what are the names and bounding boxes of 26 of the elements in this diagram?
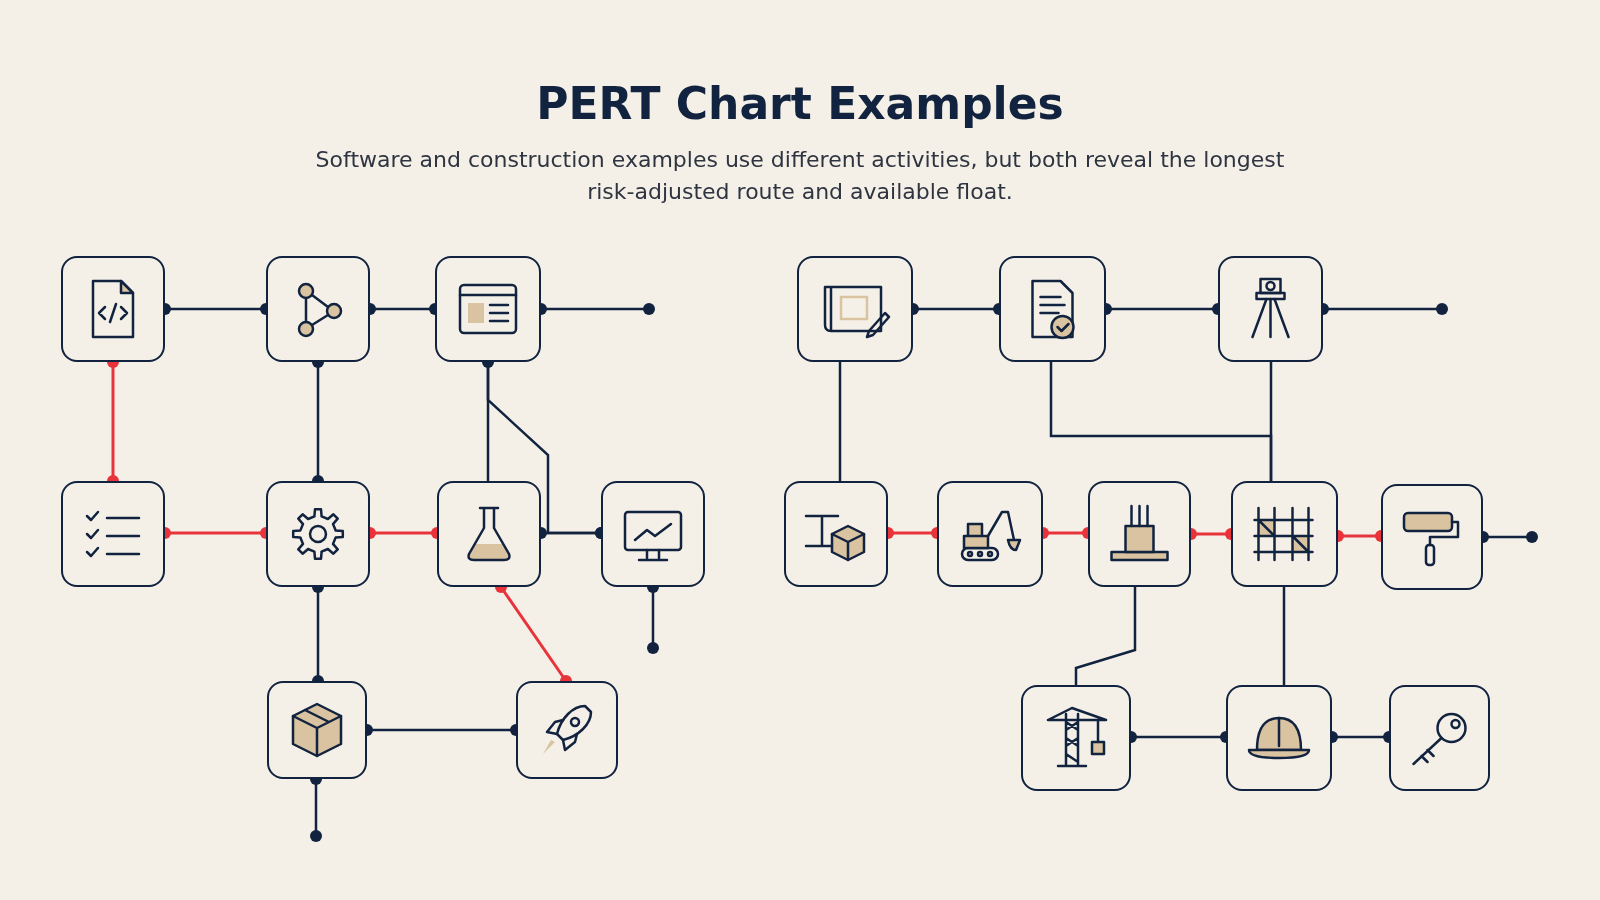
task-box xyxy=(61,481,165,587)
task-box xyxy=(1381,484,1483,590)
connector-line xyxy=(1282,587,1286,685)
task-box xyxy=(1389,685,1490,791)
task-box xyxy=(1021,685,1131,791)
task-box xyxy=(999,256,1106,362)
task-box xyxy=(266,481,370,587)
chart-title: PERT Chart Examples xyxy=(536,78,1064,129)
task-box xyxy=(1218,256,1323,362)
task-box xyxy=(437,481,541,587)
task-box xyxy=(784,481,888,587)
connector-line xyxy=(1074,587,1137,685)
connector-line xyxy=(1269,362,1273,481)
task-box xyxy=(1226,685,1332,791)
task-box xyxy=(266,256,370,362)
task-box xyxy=(267,681,367,779)
task-box xyxy=(1088,481,1191,587)
task-box xyxy=(516,681,618,779)
task-box xyxy=(797,256,913,362)
task-box xyxy=(61,256,165,362)
connector-line xyxy=(838,362,842,481)
task-box xyxy=(601,481,705,587)
task-box xyxy=(1231,481,1338,587)
task-box xyxy=(937,481,1043,587)
task-box xyxy=(435,256,541,362)
subtitle: Software and construction examples use different activities, but both reveal the longest risk-adjusted route and available float. xyxy=(315,147,1285,204)
